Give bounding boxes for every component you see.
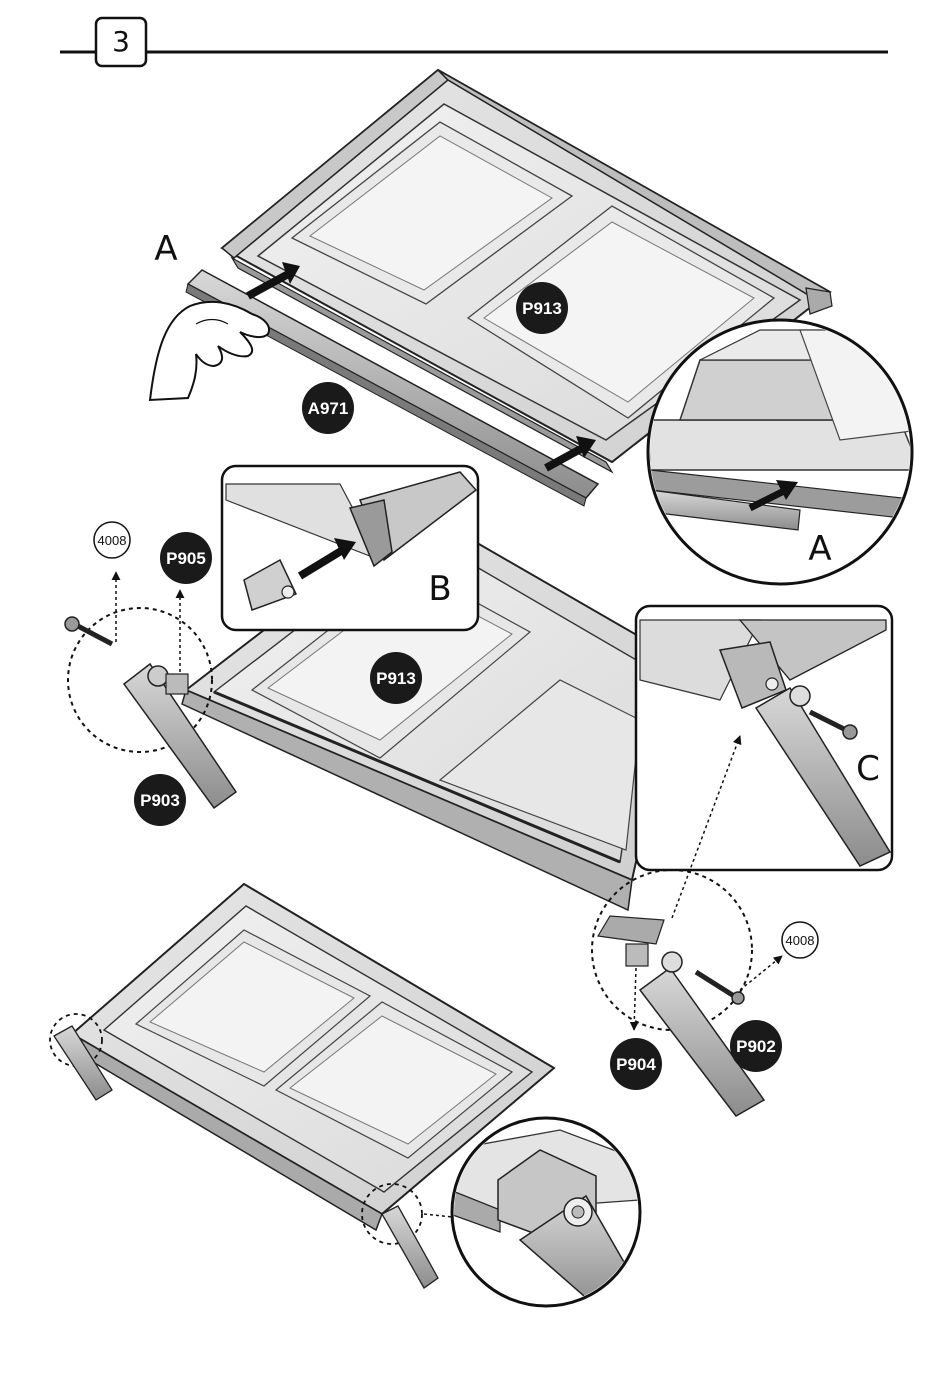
svg-text:P902: P902 [736,1037,776,1056]
svg-text:4008: 4008 [98,533,127,548]
hand-illustration [150,302,269,400]
screw-callout-right: 4008 [782,922,818,958]
svg-text:P913: P913 [376,669,416,688]
svg-text:P905: P905 [166,549,206,568]
badge-p903: P903 [134,774,186,826]
step-header: 3 [60,18,888,66]
zoom-b: B [222,466,478,630]
badge-p905: P905 [160,532,212,584]
svg-text:P913: P913 [522,299,562,318]
zoom-c: C [636,606,892,870]
svg-text:P904: P904 [616,1055,656,1074]
badge-a971: A971 [302,382,354,434]
callout-a-zoom: A [808,529,831,569]
end-cap-right [626,944,648,966]
zoom-hinge-detail [450,1118,640,1310]
end-cap-left [166,674,188,694]
badge-p902: P902 [730,1020,782,1072]
zoom-a: A [648,320,920,584]
badge-p913-mid: P913 [370,652,422,704]
left-arm-assembly [65,572,236,808]
screw-icon [696,972,734,996]
badge-p904: P904 [610,1038,662,1090]
callout-a-left: A [154,229,177,269]
screw-callout-left: 4008 [94,522,130,558]
arrow-icon [546,446,586,468]
badge-p913-top: P913 [516,282,568,334]
svg-text:4008: 4008 [786,933,815,948]
step-number: 3 [112,25,130,58]
callout-b: B [428,569,451,609]
svg-text:A971: A971 [308,399,349,418]
svg-text:P903: P903 [140,791,180,810]
callout-c: C [856,749,880,789]
